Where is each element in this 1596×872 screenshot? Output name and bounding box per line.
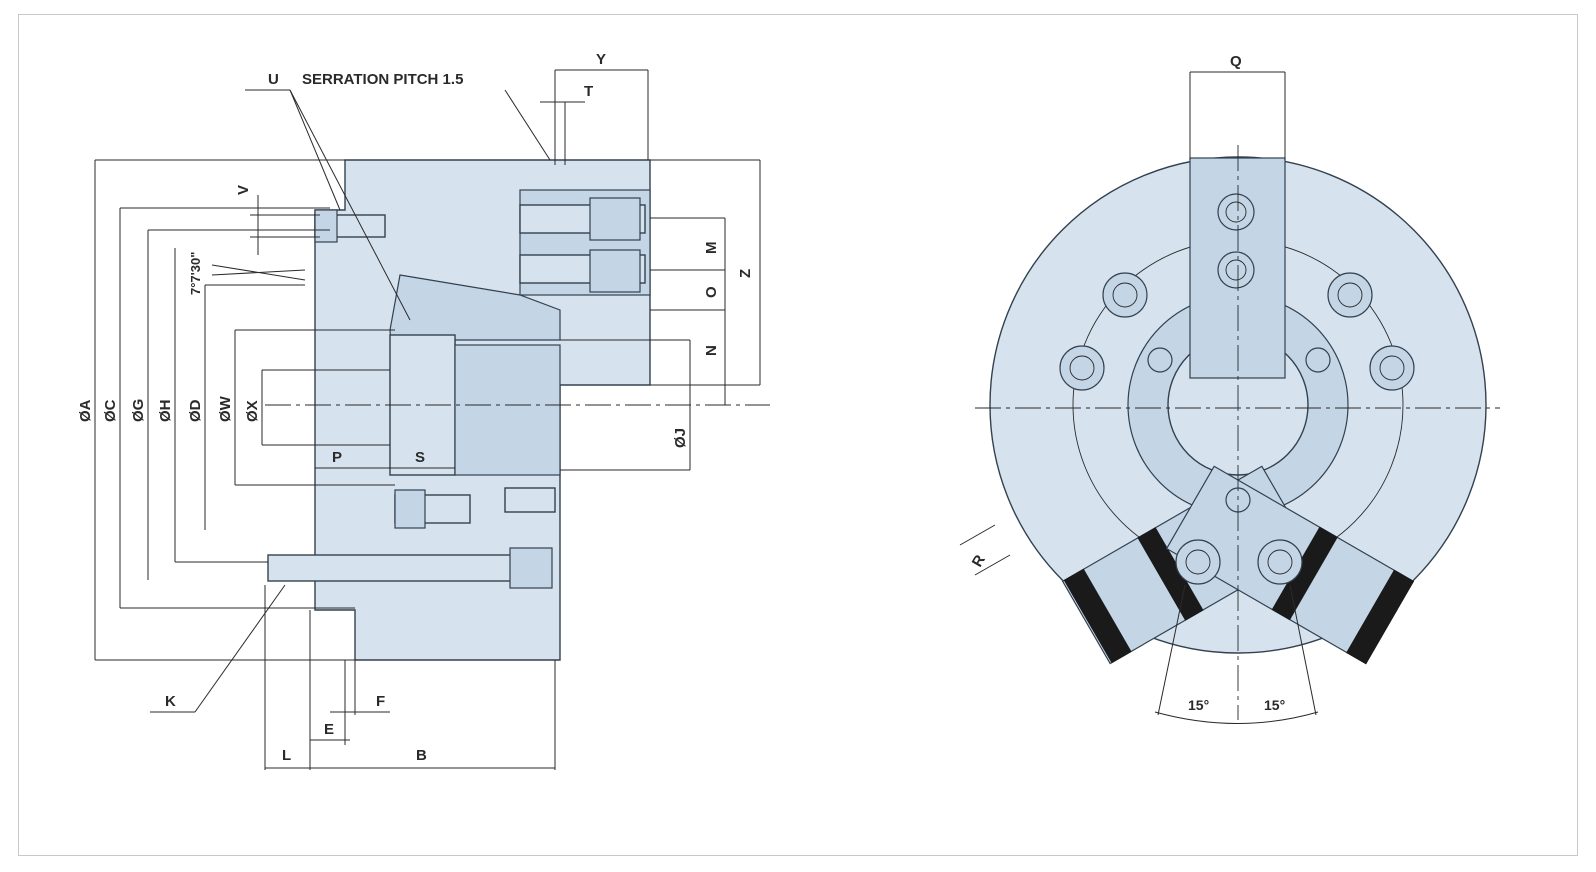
label-T: T (584, 83, 593, 100)
label-E: E (324, 721, 334, 738)
label-J: ØJ (672, 428, 689, 448)
label-N: N (703, 345, 720, 356)
label-serration: SERRATION PITCH 1.5 (302, 71, 463, 88)
label-F: F (376, 693, 385, 710)
face-bolts (1059, 193, 1415, 585)
label-Q: Q (1230, 53, 1242, 70)
label-B: B (416, 747, 427, 764)
mounting-bolt (267, 554, 549, 582)
label-C: ØC (102, 399, 119, 422)
label-W: ØW (217, 395, 234, 422)
label-A: ØA (77, 399, 94, 422)
label-R: R (969, 552, 989, 570)
label-V: V (235, 185, 252, 195)
label-U: U (268, 71, 279, 88)
label-L: L (282, 747, 291, 764)
label-deg-right: 15° (1264, 697, 1285, 713)
label-angle: 7°7'30" (188, 252, 203, 295)
label-D: ØD (187, 399, 204, 422)
small-bolt (504, 487, 556, 513)
side-view (94, 69, 770, 770)
label-K: K (165, 693, 176, 710)
label-Y: Y (596, 51, 606, 68)
label-O: O (703, 286, 720, 298)
label-H: ØH (157, 400, 174, 423)
label-X: ØX (244, 400, 261, 422)
label-M: M (703, 242, 720, 255)
label-P: P (332, 449, 342, 466)
front-view (959, 71, 1500, 724)
label-deg-left: 15° (1188, 697, 1209, 713)
label-G: ØG (130, 399, 147, 422)
label-Z: Z (737, 269, 754, 278)
label-S: S (415, 449, 425, 466)
